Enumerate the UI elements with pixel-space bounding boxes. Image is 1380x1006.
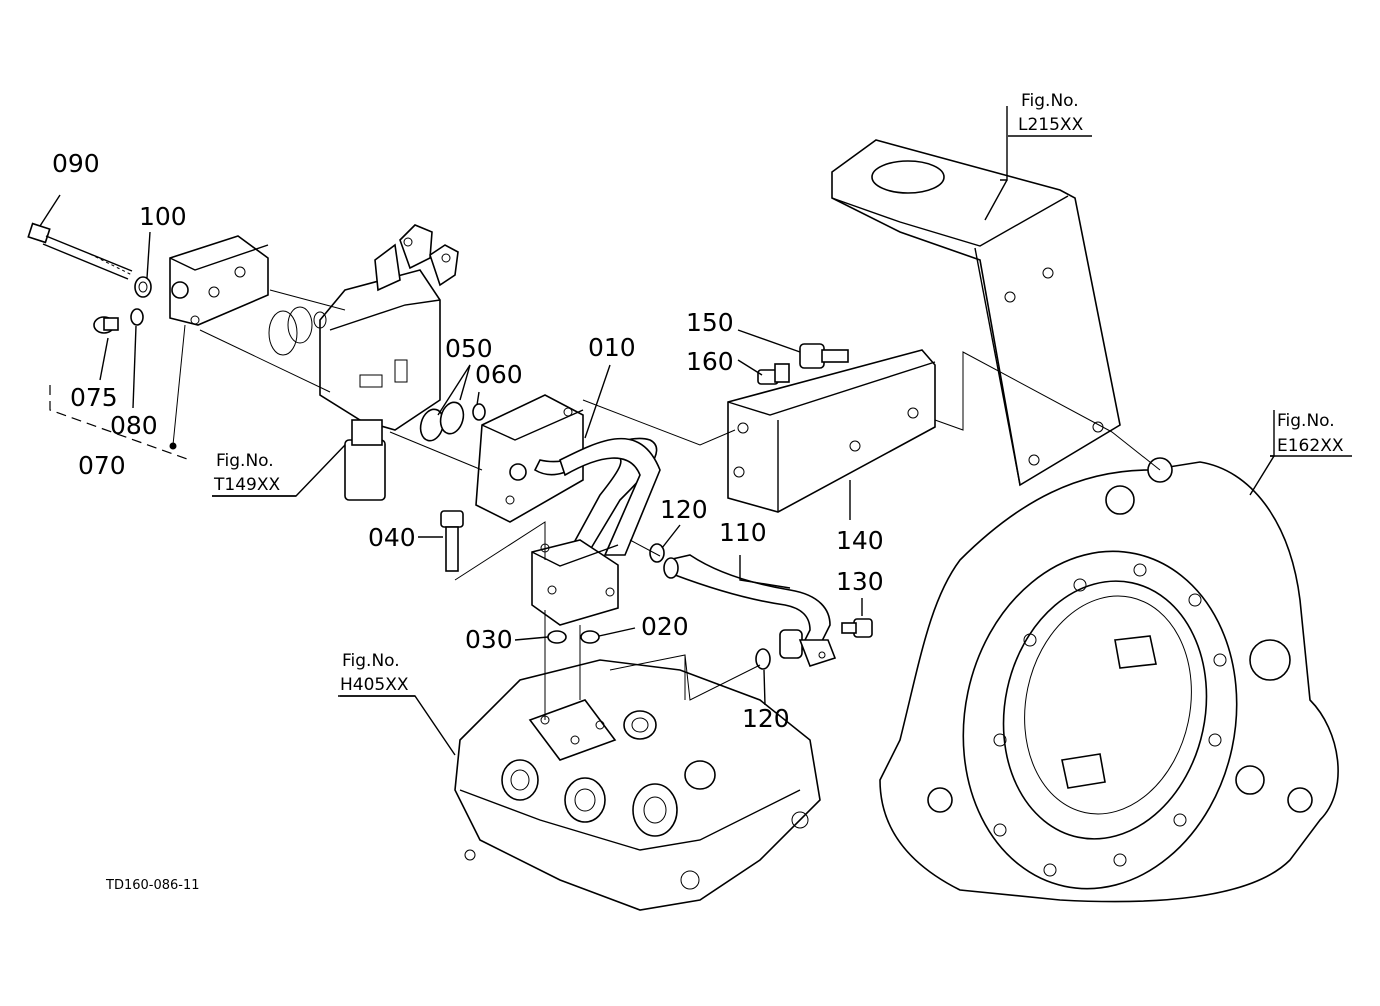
plug-075[interactable] <box>93 316 119 334</box>
plate-dot-marker <box>169 442 177 450</box>
o-ring-120-lower[interactable] <box>755 648 771 670</box>
label-060[interactable]: 060 <box>475 360 523 389</box>
label-130[interactable]: 130 <box>836 567 884 596</box>
washer-100[interactable] <box>134 276 152 298</box>
valve-plate-070[interactable] <box>169 235 269 326</box>
group-outline-070 <box>49 385 191 461</box>
bracket-140[interactable] <box>727 349 936 513</box>
label-100[interactable]: 100 <box>139 202 187 231</box>
fig-t149-prefix: Fig.No. <box>216 451 274 471</box>
control-valve-t149[interactable] <box>268 224 459 501</box>
o-ring-030[interactable] <box>547 630 567 644</box>
assembly-lines <box>39 106 1275 756</box>
diagram-code: TD160-086-11 <box>105 878 200 893</box>
fitting-130[interactable] <box>841 618 873 638</box>
o-ring-060[interactable] <box>472 403 486 421</box>
gear-case-e162[interactable] <box>879 457 1339 914</box>
label-050[interactable]: 050 <box>445 334 493 363</box>
bracket-l215[interactable] <box>831 139 1121 487</box>
o-ring-120-upper[interactable] <box>649 543 665 563</box>
o-rings-050[interactable] <box>417 400 467 444</box>
label-075[interactable]: 075 <box>70 383 118 412</box>
pipe-110[interactable] <box>663 554 837 667</box>
label-110[interactable]: 110 <box>719 518 767 547</box>
label-080[interactable]: 080 <box>110 411 158 440</box>
hydraulic-block-h405[interactable] <box>454 659 821 911</box>
fig-l215-prefix: Fig.No. <box>1021 91 1079 111</box>
label-090[interactable]: 090 <box>52 149 100 178</box>
bolt-150[interactable] <box>799 343 849 369</box>
fig-e162-ref[interactable]: E162XX <box>1277 436 1344 456</box>
fig-e162-prefix: Fig.No. <box>1277 411 1335 431</box>
bolt-090[interactable] <box>27 222 133 280</box>
fig-h405-prefix: Fig.No. <box>342 651 400 671</box>
label-160[interactable]: 160 <box>686 347 734 376</box>
label-120-lower[interactable]: 120 <box>742 704 790 733</box>
label-030[interactable]: 030 <box>465 625 513 654</box>
fig-h405-ref[interactable]: H405XX <box>340 675 409 695</box>
label-040[interactable]: 040 <box>368 523 416 552</box>
label-120-upper[interactable]: 120 <box>660 495 708 524</box>
o-ring-020[interactable] <box>580 630 600 644</box>
label-150[interactable]: 150 <box>686 308 734 337</box>
o-ring-080[interactable] <box>130 308 144 326</box>
manifold-010[interactable] <box>475 394 661 626</box>
fig-l215-ref[interactable]: L215XX <box>1018 115 1084 135</box>
bolt-040[interactable] <box>440 510 464 572</box>
label-010[interactable]: 010 <box>588 333 636 362</box>
label-020[interactable]: 020 <box>641 612 689 641</box>
fig-t149-ref[interactable]: T149XX <box>213 475 280 495</box>
fitting-160[interactable] <box>757 363 790 385</box>
label-140[interactable]: 140 <box>836 526 884 555</box>
label-070[interactable]: 070 <box>78 451 126 480</box>
